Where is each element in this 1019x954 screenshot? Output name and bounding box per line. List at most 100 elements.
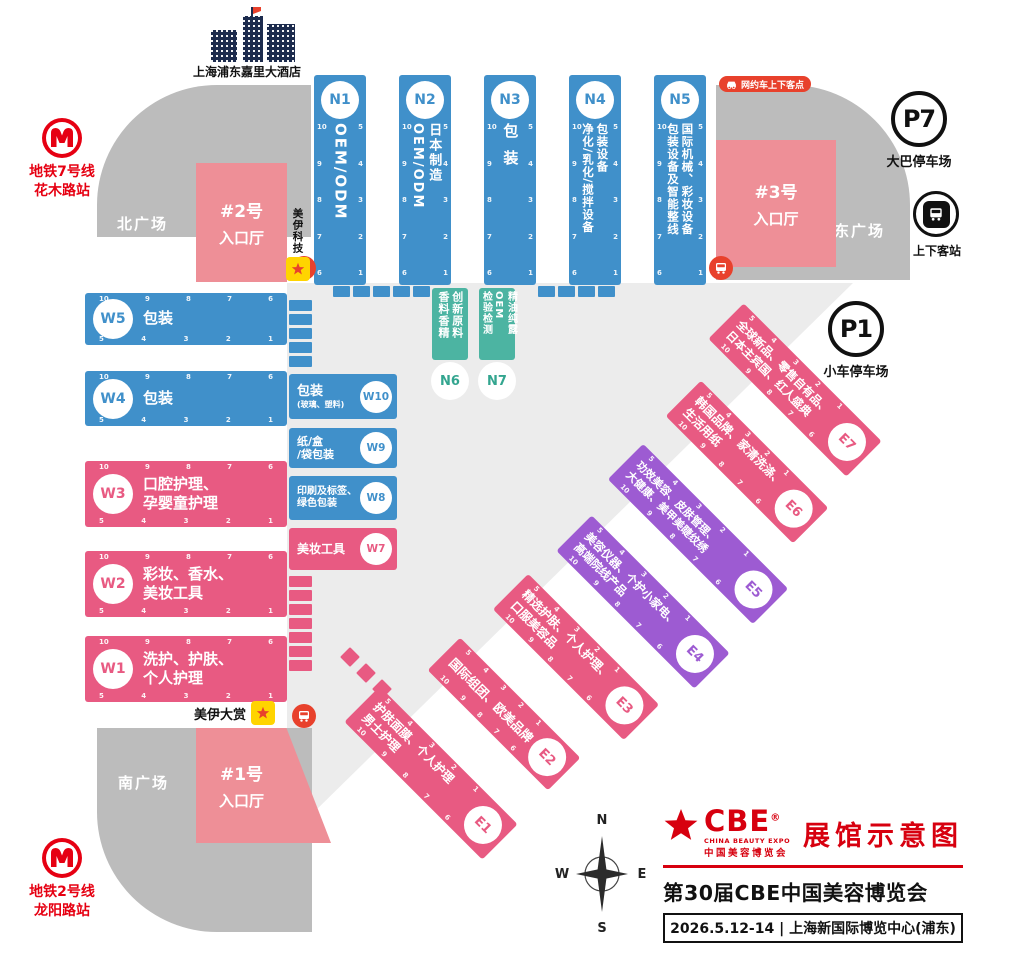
cbe-logo: CBE® CHINA BEAUTY EXPO 中国美容博览会 — [663, 804, 790, 859]
dropoff-station-icon[interactable] — [913, 191, 959, 237]
hall-N3-label: 包装 — [501, 123, 520, 177]
cbe-wordmark: CBE® — [704, 804, 782, 838]
compass-n: N — [597, 813, 608, 828]
booth-marker — [289, 300, 312, 311]
hall-N4-label: 包装设备净化/乳化/搅拌设备 — [581, 123, 610, 234]
hotel-label: 上海浦东嘉里大酒店 — [192, 65, 301, 79]
booth-marker — [538, 286, 555, 297]
hall-E5-badge: E5 — [726, 562, 781, 617]
hall-N6[interactable]: 创新原料香料香精 — [432, 288, 468, 360]
booth-marker — [289, 632, 312, 643]
metro-line2-station[interactable]: 地铁2号线 龙阳路站 — [14, 836, 110, 921]
hall-W9[interactable]: 纸/盒/袋包装 W9 — [289, 428, 397, 468]
booth-marker — [289, 660, 312, 671]
compass-e: E — [638, 867, 647, 882]
divider — [663, 864, 963, 868]
booth-marker — [558, 286, 575, 297]
hall-E4-badge: E4 — [668, 627, 722, 681]
booth-marker — [413, 286, 430, 297]
booth-marker — [289, 328, 312, 339]
expo-title: 第30届CBE中国美容博览会 — [663, 880, 928, 905]
hall-W9-badge: W9 — [360, 432, 392, 464]
entrance-1-number: #1号 — [219, 765, 264, 785]
parking-p7-label: 大巴停车场 — [886, 155, 952, 170]
cbe-cn-name: 中国美容博览会 — [704, 847, 789, 859]
parking-p1-badge[interactable]: P1 — [828, 301, 884, 357]
compass-rose: N W E S — [555, 813, 647, 934]
hall-N1-label: OEM/ODM — [331, 123, 350, 221]
building-icon — [243, 16, 263, 62]
hall-W10[interactable]: 包装(玻璃、塑料) W10 — [289, 374, 397, 419]
compass-w: W — [555, 867, 569, 882]
hall-N5-badge: N5 — [661, 81, 699, 119]
entrance-hall-3[interactable]: #3号 入口厅 — [716, 140, 836, 267]
expo-date-venue: 2026.5.12-14 | 上海新国际博览中心(浦东) — [663, 912, 963, 943]
metro-station-name: 花木路站 — [34, 182, 90, 199]
ridehail-pickup-badge: 网约车上下客点 — [719, 76, 812, 92]
bus-stop-icon[interactable] — [292, 704, 316, 728]
building-icon — [267, 24, 295, 62]
booth-marker — [373, 286, 390, 297]
booth-marker — [289, 342, 312, 353]
building-icon — [211, 30, 237, 62]
hotel-illustration — [205, 7, 315, 62]
entrance-hall-2[interactable]: #2号 入口厅 — [196, 163, 287, 282]
parking-p7-id: P7 — [902, 105, 936, 133]
meiyi-logo-icon[interactable] — [286, 257, 310, 281]
map-title: 展馆示意图 — [803, 820, 963, 852]
hall-W8-badge: W8 — [360, 482, 392, 514]
booth-marker — [289, 646, 312, 657]
entrance-3-label: 入口厅 — [753, 210, 799, 228]
booth-marker — [289, 356, 312, 367]
hall-N6-label: 创新原料香料香精 — [437, 291, 464, 339]
hall-N7-badge[interactable]: N7 — [478, 362, 516, 400]
sponsor-meiyi-tech: 美伊科技 — [283, 208, 313, 281]
parking-p1-id: P1 — [839, 315, 873, 343]
hall-W8[interactable]: 印刷及标签、绿色包装 W8 — [289, 476, 397, 520]
hall-W7-badge: W7 — [360, 533, 392, 565]
hall-E1-badge: E1 — [456, 798, 510, 852]
entrance-hall-1[interactable]: #1号 入口厅 — [196, 728, 331, 843]
metro-station-name: 龙阳路站 — [34, 902, 90, 919]
map-legend: CBE® CHINA BEAUTY EXPO 中国美容博览会 展馆示意图 第30… — [663, 804, 963, 943]
bus-icon — [922, 200, 950, 228]
hall-N1-badge: N1 — [321, 81, 359, 119]
hall-W10-badge: W10 — [360, 380, 392, 413]
meiyi-logo-icon[interactable] — [251, 701, 276, 725]
parking-p7-badge[interactable]: P7 — [891, 91, 947, 147]
metro-line7-station[interactable]: 地铁7号线 花木路站 — [14, 116, 110, 201]
metro-logo-icon — [42, 118, 82, 158]
hall-W4-badge: W4 — [93, 378, 133, 419]
hall-W7[interactable]: 美妆工具 W7 — [289, 528, 397, 570]
bus-stop-icon[interactable] — [709, 256, 733, 280]
sponsor-tech-label: 美伊科技 — [291, 208, 304, 254]
hall-N6-badge[interactable]: N6 — [431, 362, 469, 400]
hall-W3-badge: W3 — [93, 474, 133, 514]
